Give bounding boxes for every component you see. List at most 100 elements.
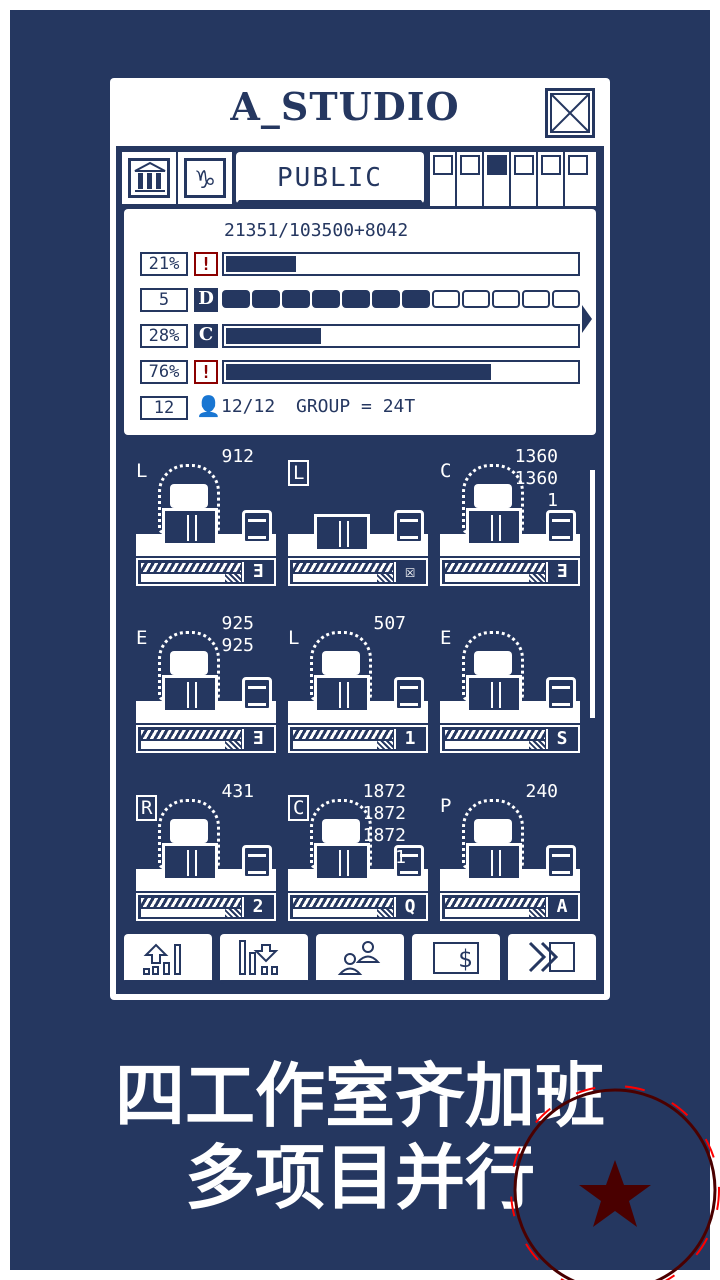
computer-icon [162,843,218,881]
studio-cell[interactable]: R 431 2 [136,781,276,921]
computer-icon [466,508,522,546]
studio-cell[interactable]: L 507 1 [288,613,428,753]
role-label: E [440,627,452,649]
upgrade-button[interactable] [124,934,212,984]
progress-fill [226,364,492,380]
columns-icon[interactable] [457,152,484,206]
worker-avatar [152,799,224,881]
bank-icon [134,161,166,192]
document-stack-icon [394,510,424,544]
computer-icon [162,508,218,546]
segment [252,290,280,308]
progress-bar [293,909,393,917]
level-badge[interactable]: S [546,729,576,749]
studio-status: Q [288,893,428,921]
level-badge[interactable]: Ǝ [242,562,272,582]
computer-icon [314,514,370,552]
window-title: A_STUDIO [230,84,460,129]
stats-panel [124,209,596,435]
fast-forward-icon [528,941,575,973]
studio-cell[interactable]: L ☒ [288,446,428,586]
alert-icon: ! [194,252,218,276]
staff-swap-button[interactable] [316,934,404,984]
progress-bar [222,360,580,384]
role-label: P [440,795,452,817]
alert-icon: ! [194,360,218,384]
studio-status: Ǝ [136,725,276,753]
upgrade-chart-icon [143,943,181,975]
progress-bar [293,574,393,582]
segment [462,290,490,308]
svg-text:$: $ [458,945,472,973]
worker-avatar [456,631,528,713]
caption-line-2: 多项目并行 [185,1136,535,1219]
computer-icon [314,675,370,713]
empty-computer [304,464,376,552]
progress-bar [222,252,580,276]
energy-bar [445,730,545,739]
segment [402,290,430,308]
segment [552,290,580,308]
grid-icon[interactable] [565,152,598,206]
progress-bar [445,741,545,749]
document-stack-icon [546,510,576,544]
group-readout: GROUP = 24T [296,396,416,417]
pillars-icon[interactable] [484,152,511,206]
studio-cell[interactable]: P 240 A [440,781,580,921]
stat-value: 28% [140,324,188,348]
finance-button[interactable]: $ [412,934,500,984]
level-badge[interactable]: Q [394,897,424,917]
bank-tab[interactable] [122,152,176,204]
level-badge[interactable]: 2 [242,897,272,917]
person-icon: 👤 [196,394,221,418]
level-badge[interactable]: A [546,897,576,917]
output-numbers: 431 [221,781,254,803]
segment [432,290,460,308]
close-button[interactable] [545,88,595,138]
public-tab[interactable]: PUBLIC [236,152,424,204]
studio-status: 2 [136,893,276,921]
energy-bar [293,898,393,907]
level-badge[interactable]: 1 [394,729,424,749]
output-number: 1872 [362,825,406,846]
segment-meter [222,290,580,308]
worker-avatar [304,631,376,713]
document-stack-icon [394,677,424,711]
sign-tab[interactable]: ♑ [178,152,232,204]
next-arrow-icon[interactable] [582,305,592,333]
progress-fill [226,256,297,272]
level-badge[interactable]: ☒ [394,562,424,582]
house-icon[interactable] [511,152,538,206]
wall-icon[interactable] [430,152,457,206]
stat-value: 5 [140,288,188,312]
output-number: 1872 [362,803,406,824]
stat-value: 21% [140,252,188,276]
progress-bar [445,909,545,917]
studio-cell[interactable]: L 912 Ǝ [136,446,276,586]
level-badge[interactable]: Ǝ [242,729,272,749]
seal-stamp [510,1085,720,1280]
worker-avatar [152,464,224,546]
segment [312,290,340,308]
level-badge[interactable]: Ǝ [546,562,576,582]
progress-bar [141,574,241,582]
role-label: L [288,627,300,649]
downgrade-button[interactable] [220,934,308,984]
segment [522,290,550,308]
output-number: 1360 [514,468,558,489]
output-number: 240 [525,781,558,802]
output-number: 1872 [362,781,406,802]
output-number: 912 [221,446,254,467]
studio-cell[interactable]: E S [440,613,580,753]
grade-badge: D [194,288,218,312]
document-stack-icon [394,845,424,879]
fast-forward-button[interactable] [508,934,596,984]
stamp-ring [513,1088,717,1280]
scrollbar[interactable] [590,470,595,718]
segment [372,290,400,308]
beam-icon[interactable] [538,152,565,206]
